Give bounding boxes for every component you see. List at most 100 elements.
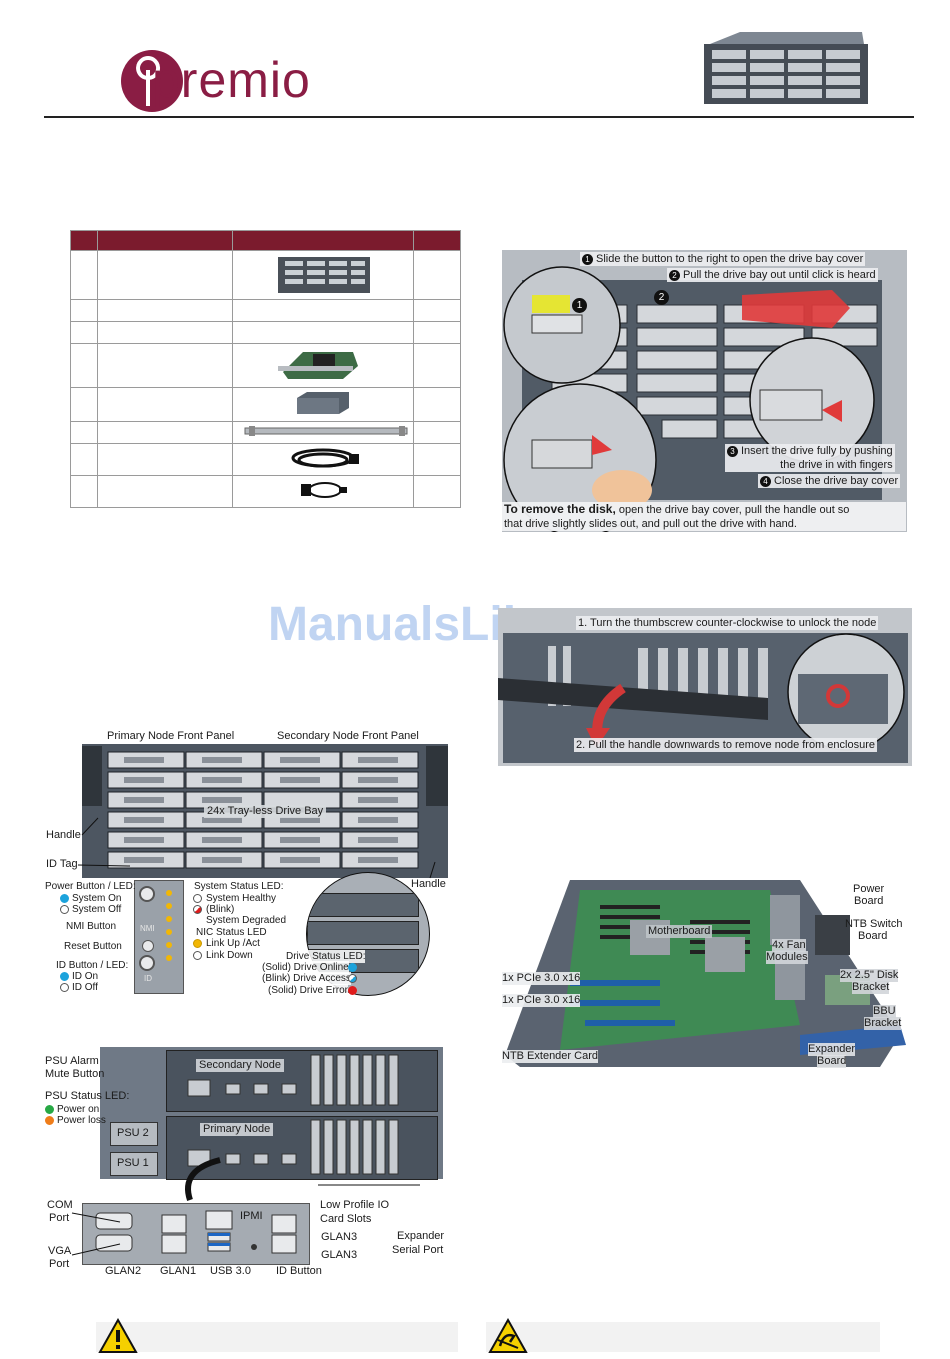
secondary-node-label: Secondary Node — [196, 1059, 284, 1072]
drive-online-label: (Solid) Drive Online — [262, 961, 349, 974]
drive-error-label: (Solid) Drive Error — [268, 984, 349, 997]
vga-port-label-2: Port — [49, 1258, 70, 1270]
power-button[interactable] — [139, 886, 155, 902]
table-row — [69, 475, 461, 508]
expander-serial-label-1: Expander — [397, 1230, 445, 1242]
system-healthy-dot — [193, 894, 202, 903]
low-profile-label-2: Card Slots — [320, 1213, 372, 1225]
brand-name: premio — [152, 52, 311, 108]
ipmi-label: IPMI — [240, 1210, 263, 1222]
table-row — [69, 250, 461, 300]
front-leader-lines — [77, 817, 436, 879]
internal-layout-illustration: Power Board NTB Switch Board Motherboard… — [500, 875, 908, 1070]
drive-marker-2: 2 — [652, 290, 674, 305]
com-port-label-2: Port — [49, 1212, 70, 1224]
warning-bar-right — [486, 1322, 880, 1352]
nic-status-label: NIC Status LED — [196, 927, 267, 938]
glan3-label-b: GLAN3 — [321, 1249, 358, 1261]
ntb-card-image — [232, 343, 415, 388]
serial-cable-image — [232, 475, 415, 508]
table-row — [69, 387, 461, 422]
id-off-label: ID Off — [72, 982, 98, 993]
psu-alarm-label-2: Mute Button — [45, 1068, 105, 1080]
bbu-bracket-label-1: BBU — [873, 1005, 896, 1018]
power-loss-label: Power loss — [57, 1115, 106, 1126]
system-off-dot — [60, 905, 69, 914]
node-step-1: 1. Turn the thumbscrew counter-clockwise… — [576, 616, 879, 630]
disk-bracket-label-1: 2x 2.5" Disk — [840, 969, 899, 982]
fan-modules-label-1: 4x Fan — [772, 939, 806, 952]
premio-logo — [118, 48, 333, 114]
system-on-label: System On — [72, 893, 122, 904]
table-row — [69, 421, 461, 444]
drive-grid — [503, 266, 878, 532]
glan1-label: GLAN1 — [160, 1265, 197, 1277]
table-row — [69, 321, 461, 344]
power-board-label-2: Board — [854, 895, 884, 907]
remove-disk-note: To remove the disk, open the drive bay c… — [502, 502, 906, 531]
pcie-label-1: 1x PCIe 3.0 x16 — [502, 972, 581, 985]
right-ear — [426, 746, 448, 806]
drive-bay-label: 24x Tray-less Drive Bay — [204, 805, 327, 818]
power-button-label: Power Button / LED: — [45, 881, 136, 892]
reset-button[interactable] — [142, 940, 154, 952]
power-loss-dot — [45, 1116, 54, 1125]
table-header-row — [69, 230, 461, 251]
table-row — [69, 299, 461, 322]
psu-1 — [110, 1152, 158, 1176]
id-tag-label: ID Tag — [46, 858, 78, 870]
glan3-label-a: GLAN3 — [321, 1231, 358, 1243]
header-divider — [44, 116, 914, 118]
psu-2 — [110, 1122, 158, 1146]
left-ear — [82, 746, 102, 806]
psu-status-label: PSU Status LED: — [45, 1090, 130, 1102]
id-button[interactable] — [139, 955, 155, 971]
reset-button-label: Reset Button — [64, 941, 122, 952]
glan2-label: GLAN2 — [105, 1265, 142, 1277]
system-on-dot — [60, 894, 69, 903]
handle-left-label: Handle — [46, 829, 81, 841]
nmi-button-label: NMI Button — [66, 921, 117, 932]
header-server-image — [700, 30, 872, 106]
psu-alarm-label-1: PSU Alarm — [45, 1055, 99, 1067]
low-profile-label-1: Low Profile IO — [320, 1199, 390, 1211]
disk-bracket-label-2: Bracket — [852, 981, 890, 994]
module-image — [232, 387, 415, 422]
link-up-dot — [193, 939, 202, 948]
psu-1-label: PSU 1 — [117, 1157, 149, 1169]
id-on-dot — [60, 972, 69, 981]
ntb-switch-label-1: NTB Switch — [845, 918, 903, 930]
system-healthy-label: System Healthy — [206, 893, 277, 904]
drive-access-label: (Blink) Drive Access — [262, 972, 351, 985]
primary-node-label: Primary Node — [200, 1123, 274, 1136]
status-led-column — [166, 890, 172, 968]
vga-port-label-1: VGA — [48, 1245, 72, 1257]
drive-zoom-circle — [306, 872, 430, 996]
secondary-node-front-label: Secondary Node Front Panel — [277, 730, 419, 742]
drive-marker-1: 1 — [570, 298, 592, 313]
warning-bar-left — [96, 1322, 458, 1352]
link-up-label: Link Up /Act — [206, 938, 260, 949]
system-off-label: System Off — [72, 904, 122, 915]
id-button-rear-label: ID Button — [276, 1265, 322, 1277]
power-board-label-1: Power — [853, 883, 885, 895]
ntb-switch-label-2: Board — [858, 930, 888, 942]
ntb-extender-label: NTB Extender Card — [502, 1050, 598, 1063]
rail-image — [232, 421, 415, 444]
io-ports — [95, 1210, 297, 1254]
motherboard-label: Motherboard — [646, 925, 713, 938]
panel-nmi-text: NMI — [140, 924, 155, 933]
pcie-label-2: 1x PCIe 3.0 x16 — [502, 994, 581, 1007]
power-on-dot — [45, 1105, 54, 1114]
id-off-dot — [60, 983, 69, 992]
drive-status-label: Drive Status LED: — [286, 950, 366, 963]
drive-error-dot — [348, 986, 357, 995]
inventory-table — [69, 230, 461, 508]
rear-leader-lines — [71, 1157, 420, 1256]
blink-label: (Blink) — [206, 904, 235, 915]
warning-icon — [98, 1317, 138, 1358]
